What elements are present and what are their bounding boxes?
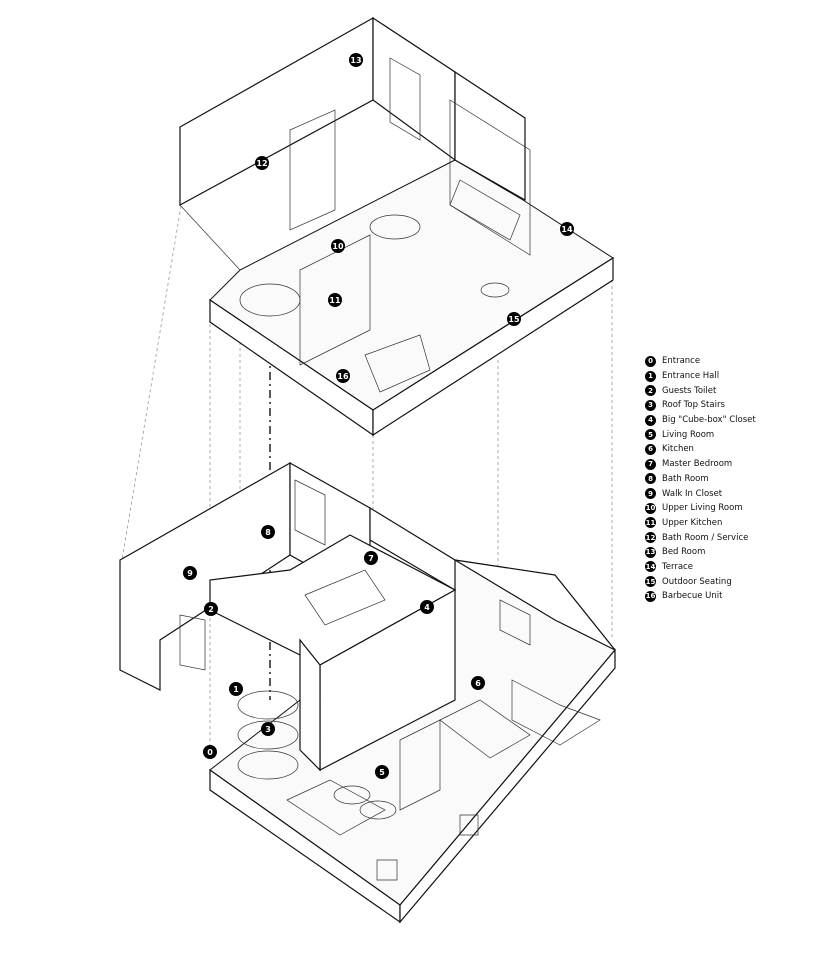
room-marker-guests-toilet: 2 (204, 602, 218, 616)
legend-number: 0 (645, 355, 656, 367)
legend-number: 12 (645, 532, 656, 544)
legend-item: 5 Living Room (645, 427, 756, 442)
legend-number: 5 (645, 429, 656, 441)
legend-label: Bed Room (662, 547, 706, 558)
legend-label: Outdoor Seating (662, 576, 732, 587)
room-marker-bath-room: 8 (261, 525, 275, 539)
room-marker-barbecue: 16 (336, 369, 350, 383)
legend-number: 6 (645, 443, 656, 455)
room-marker-bath-service: 12 (255, 156, 269, 170)
legend-item: 9 Walk In Closet (645, 486, 756, 501)
room-marker-upper-living: 10 (331, 239, 345, 253)
legend-label: Bath Room / Service (662, 532, 749, 543)
legend-label: Upper Living Room (662, 503, 743, 514)
legend-number: 14 (645, 561, 656, 573)
legend-item: 10 Upper Living Room (645, 501, 756, 516)
legend-item: 2 Guests Toilet (645, 383, 756, 398)
room-marker-roof-top-stairs: 3 (261, 722, 275, 736)
legend-label: Entrance Hall (662, 371, 720, 382)
room-marker-entrance-hall: 1 (229, 682, 243, 696)
legend-item: 1 Entrance Hall (645, 369, 756, 384)
room-marker-outdoor-seating: 15 (507, 312, 521, 326)
legend-item: 11 Upper Kitchen (645, 516, 756, 531)
legend-number: 3 (645, 399, 656, 411)
legend-number: 8 (645, 473, 656, 485)
legend: 0 Entrance 1 Entrance Hall 2 Guests Toilet 3 Ro… (645, 354, 756, 604)
legend-label: Walk In Closet (662, 488, 723, 499)
legend-number: 7 (645, 458, 656, 470)
legend-item: 0 Entrance (645, 354, 756, 369)
legend-label: Kitchen (662, 444, 694, 455)
legend-item: 7 Master Bedroom (645, 457, 756, 472)
room-marker-upper-kitchen: 11 (328, 293, 342, 307)
legend-number: 15 (645, 576, 656, 588)
lower-floor (119, 461, 616, 924)
legend-item: 4 Big "Cube-box" Closet (645, 413, 756, 428)
room-marker-cube-box-closet: 4 (420, 600, 434, 614)
legend-item: 13 Bed Room (645, 545, 756, 560)
legend-label: Master Bedroom (662, 459, 733, 470)
legend-number: 2 (645, 385, 656, 397)
legend-item: 6 Kitchen (645, 442, 756, 457)
room-marker-walk-in-closet: 9 (183, 566, 197, 580)
room-marker-master-bedroom: 7 (364, 551, 378, 565)
room-marker-bed-room: 13 (349, 53, 363, 67)
legend-item: 8 Bath Room (645, 472, 756, 487)
room-marker-kitchen: 6 (471, 676, 485, 690)
room-marker-terrace: 14 (560, 222, 574, 236)
legend-number: 10 (645, 502, 656, 514)
upper-floor (179, 16, 614, 437)
legend-label: Bath Room (662, 473, 709, 484)
legend-number: 9 (645, 488, 656, 500)
legend-label: Living Room (662, 429, 715, 440)
legend-label: Terrace (662, 561, 693, 572)
legend-number: 4 (645, 414, 656, 426)
legend-number: 11 (645, 517, 656, 529)
legend-label: Entrance (662, 356, 701, 367)
legend-item: 15 Outdoor Seating (645, 574, 756, 589)
legend-number: 1 (645, 370, 656, 382)
legend-label: Roof Top Stairs (662, 400, 725, 411)
legend-item: 14 Terrace (645, 560, 756, 575)
legend-number: 13 (645, 546, 656, 558)
legend-label: Barbecue Unit (662, 591, 723, 602)
legend-label: Upper Kitchen (662, 517, 723, 528)
room-marker-living-room: 5 (375, 765, 389, 779)
room-marker-entrance: 0 (203, 745, 217, 759)
legend-number: 16 (645, 590, 656, 602)
legend-item: 3 Roof Top Stairs (645, 398, 756, 413)
legend-label: Big "Cube-box" Closet (662, 415, 756, 426)
legend-item: 16 Barbecue Unit (645, 589, 756, 604)
legend-label: Guests Toilet (662, 385, 717, 396)
legend-item: 12 Bath Room / Service (645, 530, 756, 545)
